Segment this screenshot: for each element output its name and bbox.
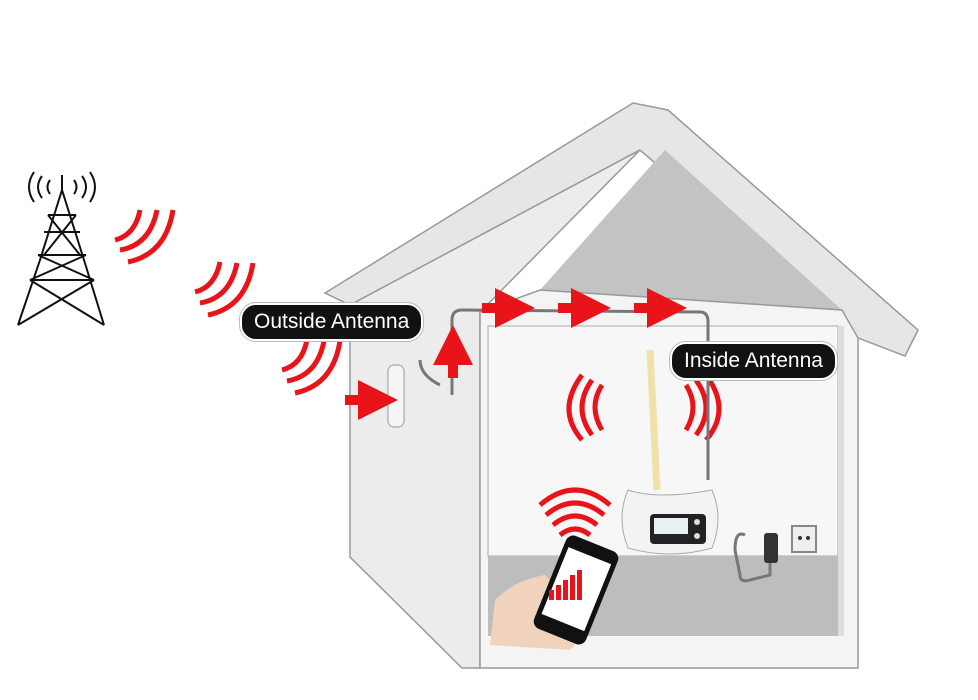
outside-antenna-label: Outside Antenna xyxy=(240,303,424,341)
inside-antenna-label: Inside Antenna xyxy=(670,342,837,380)
cell-tower-icon xyxy=(17,171,105,326)
outside-antenna-icon xyxy=(387,364,405,428)
attic xyxy=(540,150,842,310)
arrow-icon xyxy=(345,288,687,420)
signal-wave-icon xyxy=(114,209,722,538)
room-right-wall xyxy=(838,326,844,636)
wall-socket-icon xyxy=(791,525,817,553)
smartphone-icon xyxy=(490,535,619,650)
inside-antenna-icon xyxy=(646,349,661,491)
house xyxy=(323,102,919,669)
power-adapter-icon xyxy=(764,533,778,563)
booster-icon xyxy=(621,489,719,555)
